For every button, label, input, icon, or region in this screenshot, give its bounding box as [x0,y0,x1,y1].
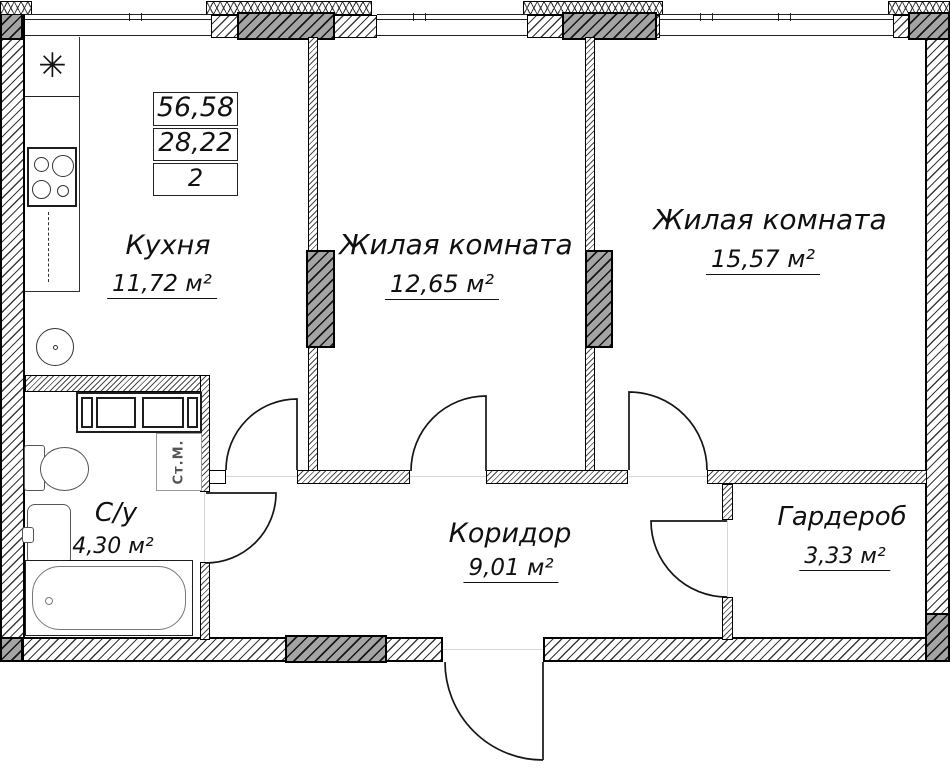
stove-burner-icon [57,185,69,197]
room-living1-name: Жилая комната [339,228,573,261]
bathroom-cabinet-bar [81,397,93,428]
window-living1-mullion2 [425,13,427,21]
pillar-bottom-left [0,637,23,662]
pillar-kitchen-wall [306,250,335,348]
wall-bathroom-top [25,375,210,392]
window-living1 [377,14,527,16]
stove-burner-icon [52,155,74,177]
wall-corridor-seg1 [297,470,410,484]
kitchen-counter-divider [25,96,80,98]
window-living2-mullion2 [712,13,714,21]
room-wardrobe-area: 3,33 м² [799,545,891,572]
window-living2-sill [660,35,893,37]
window-living2 [660,14,893,16]
window-living2-mullion4 [790,13,792,21]
room-count-value: 2 [187,164,204,192]
facade-strip-right [888,1,950,15]
room-kitchen-name: Кухня [125,230,211,261]
wall-bathroom-right-lower [200,562,210,640]
room-living2-area: 15,57 м² [705,246,821,276]
bathtub-drain [45,597,53,605]
wall-corridor-seg3 [707,470,927,484]
living1-door-swing [410,395,487,472]
window-kitchen-line2 [25,19,211,21]
bathtub-inner [32,566,186,630]
facade-strip-mid1 [206,1,372,15]
living-area-value: 28,22 [158,128,233,158]
threshold-bathroom-door [204,492,205,562]
wardrobe-door-swing [650,520,728,598]
bathroom-sink-faucet [22,527,34,543]
kitchen-sink-drain [53,345,58,350]
stove-burner-icon [34,157,49,172]
window-kitchen-mullion [129,13,131,21]
pillar-bottom-center [285,635,387,663]
bathroom-cabinet-door [142,397,184,428]
wall-left [0,13,25,662]
washing-machine-label: Ст.М. [171,439,187,485]
stove [27,147,77,207]
facade-strip-left [0,1,32,15]
wall-wardrobe-left-upper [722,484,733,520]
pillar-bottom-right [925,613,950,662]
threshold-entrance-door [443,649,543,650]
kitchen-counter [25,37,80,292]
wall-bottom-right-segment [543,637,927,662]
living-area-box: 28,22 [153,128,238,161]
room-bathroom-area: 4,30 м² [67,535,159,562]
bathroom-cabinet-door [96,397,136,428]
room-count-box: 2 [153,163,238,196]
room-living1-area: 12,65 м² [384,271,500,301]
fridge-niche-dashed-line [48,212,49,282]
room-corridor-name: Коридор [448,518,572,549]
total-area-value: 56,58 [156,92,235,123]
room-wardrobe-name: Гардероб [777,502,907,532]
pillar-pier-mid2 [562,12,657,40]
room-kitchen-area: 11,72 м² [107,272,217,300]
pillar-pier-mid1 [237,12,335,40]
window-kitchen-sill [25,35,211,37]
bathroom-cabinet-bar [187,397,198,428]
window-living2-line2 [660,19,893,21]
pillar-top-left [0,13,23,40]
bathroom-door-swing [205,492,277,564]
threshold-living1-door [410,476,486,477]
pillar-pier-right [908,12,950,40]
window-living1-mullion [413,13,415,21]
wall-wardrobe-left-lower [722,597,733,640]
room-bathroom-name: С/у [94,498,138,528]
living2-door-swing [628,391,708,471]
threshold-living2-door [628,476,707,477]
entrance-door-swing [444,661,544,761]
total-area-box: 56,58 [153,92,238,126]
threshold-wardrobe-door [727,520,728,597]
toilet-bowl [40,447,89,491]
window-living2-mullion3 [778,13,780,21]
wall-corridor-seg2 [486,470,628,484]
room-living2-name: Жилая комната [653,203,887,236]
washing-machine: Ст.М. [156,433,202,491]
window-kitchen-mullion2 [141,13,143,21]
kitchen-door-swing [225,398,298,471]
window-living1-line2 [377,19,527,21]
window-living2-mullion [700,13,702,21]
room-corridor-area: 9,01 м² [463,556,559,584]
window-kitchen [25,14,211,16]
wall-right [925,13,950,662]
stove-burner-icon [32,180,51,199]
threshold-kitchen-door [226,476,297,477]
pillar-living-wall [585,250,613,348]
window-living1-sill [377,35,527,37]
vent-star-icon: ✳ [38,46,67,86]
